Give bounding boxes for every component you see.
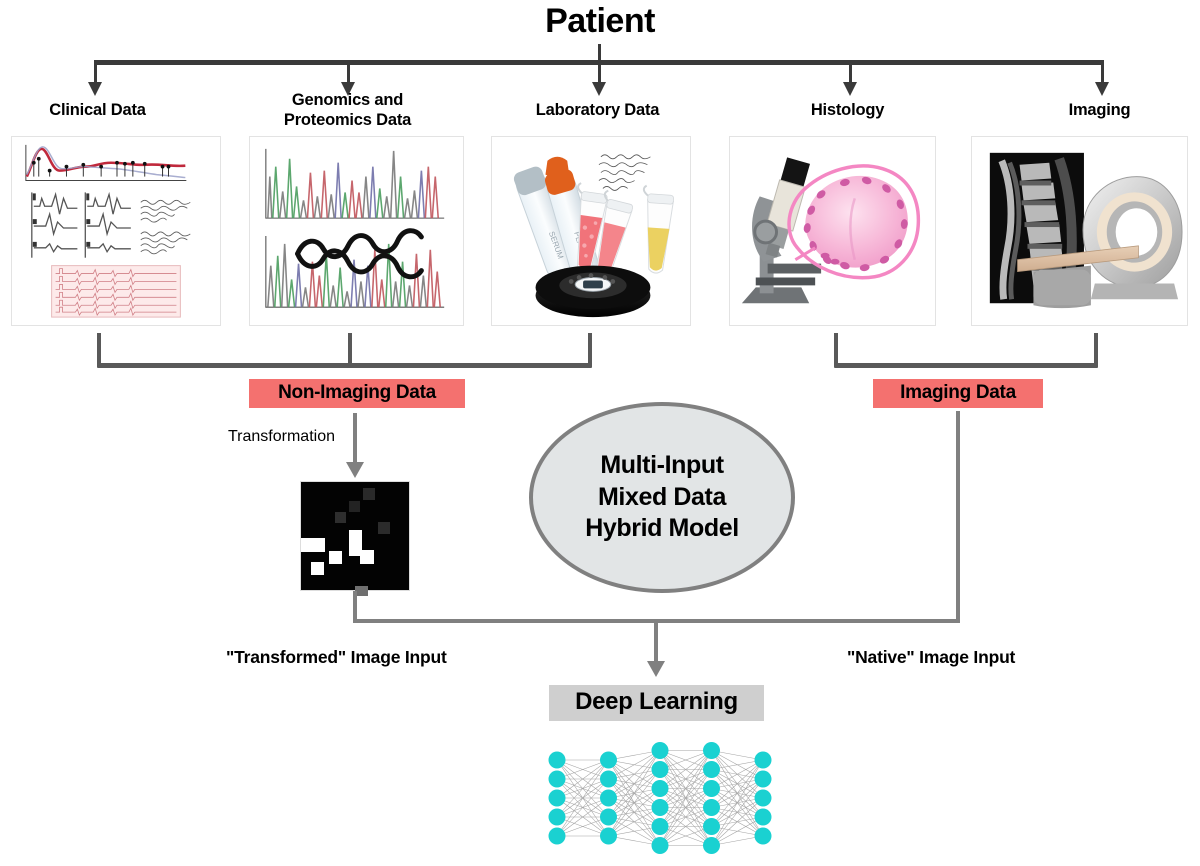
transformation-arrow-head — [346, 462, 364, 478]
converge-line-left-vertical — [353, 591, 357, 623]
neural-network-node — [703, 742, 720, 759]
neural-network-node — [754, 751, 772, 769]
neural-network-node — [754, 827, 772, 845]
source-label-genomics-line1: Genomics and — [291, 91, 404, 109]
panel-genomics-proteomics — [249, 136, 464, 326]
converge-line-right-vertical — [956, 411, 960, 623]
hybrid-model-line2: Mixed Data — [598, 482, 726, 511]
transformed-pixel — [329, 551, 342, 564]
transformed-pixel — [378, 522, 390, 534]
source-label-laboratory-data: Laboratory Data — [535, 101, 660, 119]
neural-network-node — [600, 751, 617, 769]
neural-network-node — [548, 751, 566, 769]
neural-network-node — [651, 818, 669, 835]
chromatogram-dna-icon — [265, 148, 445, 308]
neural-network-diagram — [535, 733, 785, 863]
neural-network-node — [703, 799, 720, 816]
test-tubes-centrifuge-icon: SERUM PLASMA — [513, 154, 674, 318]
arrow-shaft-clinical — [94, 63, 97, 84]
bracket-right-arm-non-imaging — [588, 333, 592, 366]
arrow-shaft-genomics — [347, 63, 350, 84]
bracket-left-arm-non-imaging — [97, 333, 101, 366]
transformed-pixel — [349, 501, 360, 512]
arrow-shaft-laboratory — [598, 63, 601, 84]
neural-network-node — [754, 770, 772, 788]
arrow-head-histology — [843, 82, 857, 96]
neural-network-node — [754, 789, 772, 807]
transformed-pixel — [360, 550, 374, 564]
source-label-genomics-line2: Proteomics Data — [283, 111, 412, 130]
hybrid-model-line3: Hybrid Model — [585, 514, 739, 543]
label-transformed-image-input: "Transformed" Image Input — [226, 647, 447, 667]
hybrid-model-ellipse: Multi-Input Mixed Data Hybrid Model — [529, 402, 795, 593]
neural-network-node — [548, 808, 566, 826]
neural-network-node — [600, 789, 617, 807]
neural-network-node — [754, 808, 772, 826]
neural-network-icon — [548, 742, 772, 854]
transformation-label: Transformation — [228, 428, 335, 445]
hybrid-model-text: Multi-Input Mixed Data Hybrid Model — [585, 450, 739, 545]
transformed-pixel — [311, 562, 324, 575]
transformed-pixel — [363, 488, 375, 500]
arrow-head-imaging — [1095, 82, 1109, 96]
deep-learning-arrow-shaft — [654, 619, 658, 664]
source-label-clinical-data: Clinical Data — [49, 101, 146, 119]
neural-network-node — [651, 742, 669, 759]
neural-network-node — [548, 827, 566, 845]
neural-network-edges — [556, 750, 764, 846]
neural-network-node — [651, 799, 669, 816]
neural-network-nodes — [548, 742, 772, 854]
bracket-base-non-imaging — [97, 363, 592, 368]
panel-histology — [729, 136, 936, 326]
badge-non-imaging-data: Non-Imaging Data — [249, 379, 465, 408]
neural-network-node — [600, 770, 617, 788]
arrow-head-laboratory — [592, 82, 606, 96]
transformed-pixel — [301, 538, 325, 552]
source-label-histology: Histology — [810, 101, 885, 119]
panel-clinical-data — [11, 136, 221, 326]
neural-network-node — [651, 761, 669, 778]
badge-imaging-data: Imaging Data — [873, 379, 1043, 408]
neural-network-node — [600, 808, 617, 826]
transformed-pixel — [349, 530, 362, 556]
source-label-genomics-proteomics: Genomics and Proteomics Data — [255, 90, 440, 130]
neural-network-node — [651, 837, 669, 854]
page-title: Patient — [545, 2, 655, 40]
neural-network-node — [651, 780, 669, 797]
bracket-right-arm-imaging — [1094, 333, 1098, 366]
hybrid-model-line1: Multi-Input — [600, 451, 724, 480]
patient-bus-line — [94, 60, 1104, 65]
transformed-pixel — [335, 512, 346, 523]
neural-network-node — [600, 827, 617, 845]
mri-scanner-spine-icon — [989, 152, 1183, 309]
bracket-mid-arm-non-imaging — [348, 333, 352, 366]
neural-network-node — [703, 818, 720, 835]
neural-network-node — [548, 789, 566, 807]
neural-network-node — [703, 780, 720, 797]
panel-laboratory-data: SERUM PLASMA — [491, 136, 691, 326]
transformed-image-matrix — [300, 481, 410, 596]
arrow-head-genomics — [341, 82, 355, 96]
bracket-left-arm-imaging — [834, 333, 838, 366]
badge-deep-learning: Deep Learning — [549, 685, 764, 721]
neural-network-node — [703, 761, 720, 778]
arrow-shaft-histology — [849, 63, 852, 84]
transformation-arrow-shaft — [353, 413, 357, 465]
source-label-imaging: Imaging — [1068, 101, 1131, 119]
deep-learning-arrow-head — [647, 661, 665, 677]
label-native-image-input: "Native" Image Input — [847, 647, 1016, 667]
neural-network-node — [703, 837, 720, 854]
transformed-pixel — [355, 586, 368, 596]
arrow-shaft-imaging — [1101, 63, 1104, 84]
clinical-charts-icon — [25, 144, 191, 318]
patient-stem — [598, 44, 601, 62]
bracket-base-imaging — [834, 363, 1098, 368]
panel-imaging — [971, 136, 1188, 326]
microscope-slide-icon — [741, 157, 921, 304]
arrow-head-clinical — [88, 82, 102, 96]
neural-network-node — [548, 770, 566, 788]
